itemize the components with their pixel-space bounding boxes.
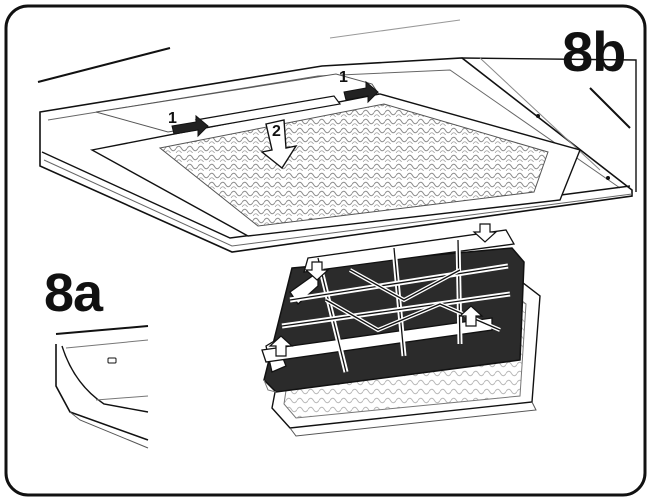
retaining-frame <box>261 229 516 373</box>
figure-label-8b: 8b <box>562 20 626 83</box>
arrow-down-icon <box>260 119 298 170</box>
arrow-up-icon <box>268 335 294 357</box>
hood-edge-detail <box>55 325 149 449</box>
arrow-up-icon <box>458 305 484 327</box>
step-number-1-left: 1 <box>168 110 177 127</box>
step-number-2: 2 <box>272 123 281 140</box>
figure-label-8a: 8a <box>44 263 103 323</box>
arrow-down-icon <box>472 223 498 243</box>
installed-grease-filter <box>89 93 581 237</box>
arrow-right-icon <box>343 80 379 104</box>
arrow-down-icon <box>304 261 330 281</box>
arrow-right-icon <box>171 114 209 138</box>
step-number-1-right: 1 <box>339 69 348 86</box>
